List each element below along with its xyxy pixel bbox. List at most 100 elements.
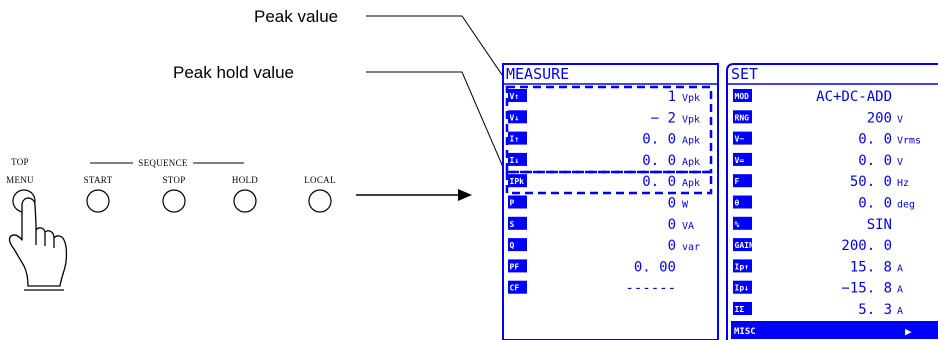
set-row-icon-label: θ <box>735 199 740 208</box>
measure-row-unit: Apk <box>682 178 700 189</box>
set-row-value: 5. 3 <box>858 302 892 318</box>
measure-row-icon-label: V↓ <box>510 113 520 122</box>
set-row-value: SIN <box>867 217 892 233</box>
set-row-value: 0. 0 <box>858 132 892 148</box>
set-row-unit: A <box>897 306 903 317</box>
measure-title: MEASURE <box>506 65 569 83</box>
measure-row-icon <box>508 280 527 294</box>
measure-row-value: − 2 <box>651 110 676 126</box>
top-label: TOP <box>11 157 29 167</box>
peak-hold-value-label: Peak hold value <box>173 63 294 82</box>
hold-button[interactable] <box>233 189 257 213</box>
hold-label: HOLD <box>232 175 258 185</box>
set-row-icon <box>733 195 752 209</box>
measure-row-unit: W <box>682 200 689 211</box>
peak-value-box <box>505 85 713 174</box>
peak-hold-box <box>505 170 713 195</box>
peak-value-label: Peak value <box>254 7 338 26</box>
measure-row-icon-label: P <box>510 199 515 208</box>
set-row-unit: Vrms <box>897 136 921 147</box>
start-label: START <box>84 175 113 185</box>
stop-label: STOP <box>162 175 185 185</box>
set-row-value: 50. 0 <box>850 174 892 190</box>
set-row-unit: deg <box>897 200 915 211</box>
measure-row-value: 0 <box>668 196 676 212</box>
measure-row-value: 0 <box>668 217 676 233</box>
peak-hold-leader <box>366 71 513 189</box>
measure-row-unit: Vpk <box>682 93 700 104</box>
local-label: LOCAL <box>304 175 336 185</box>
measure-row-unit: Apk <box>682 157 700 168</box>
set-row-icon-label: Ip↓ <box>735 284 749 293</box>
set-row-value: 200. 0 <box>841 238 892 254</box>
set-row-unit: A <box>897 285 903 296</box>
stop-button[interactable] <box>162 189 186 213</box>
peak-value-leader <box>366 15 512 89</box>
misc-label: MISC <box>734 327 756 337</box>
set-row-unit: V <box>897 157 903 168</box>
measure-row-icon-label: I↑ <box>510 135 520 144</box>
set-row-icon-label: MOD <box>735 92 750 101</box>
set-row-icon-label: RNG <box>735 113 750 122</box>
measure-row-value: 0 <box>668 238 676 254</box>
set-row-unit: Hz <box>897 178 909 189</box>
misc-arrow-icon: ▶ <box>905 325 912 338</box>
measure-row-icon <box>508 238 527 252</box>
measure-row-icon <box>508 259 527 273</box>
set-row-value: 15. 8 <box>850 259 892 275</box>
set-row-value: 200 <box>867 110 892 126</box>
measure-row-value: ------ <box>625 281 676 297</box>
set-row-value: AC+DC-ADD <box>816 89 892 105</box>
sequence-label: SEQUENCE <box>138 158 188 168</box>
set-row-icon-label: Ip↑ <box>735 262 749 271</box>
measure-row-icon-label: Q <box>510 241 515 250</box>
set-row-icon <box>733 216 752 230</box>
measure-row-value: 0. 0 <box>642 174 676 190</box>
measure-row-icon-label: PF <box>510 262 520 271</box>
set-title: SET <box>731 65 758 83</box>
measure-row-unit: Vpk <box>682 114 700 125</box>
measure-row-unit: VA <box>682 221 694 232</box>
measure-row-value: 0. 00 <box>634 259 676 275</box>
measure-row-icon-label: S <box>510 220 515 229</box>
set-row-icon <box>733 152 752 166</box>
set-row-icon-label: V= <box>735 156 745 165</box>
set-row-unit: A <box>897 263 903 274</box>
set-row-value: 0. 0 <box>858 196 892 212</box>
set-row-icon-label: GAIN <box>735 241 754 250</box>
set-row-icon <box>733 174 752 188</box>
measure-row-icon <box>508 110 527 124</box>
set-row-unit: V <box>897 114 903 125</box>
measure-row-icon-label: I↓ <box>510 156 520 165</box>
set-row-icon-label: V~ <box>735 135 745 144</box>
set-row-icon <box>733 131 752 145</box>
measure-row-icon <box>508 195 527 209</box>
measure-row-icon <box>508 152 527 166</box>
measure-row-value: 0. 0 <box>642 153 676 169</box>
set-row-icon <box>733 238 752 252</box>
misc-row[interactable] <box>731 321 938 339</box>
set-row-value: −15. 8 <box>841 281 892 297</box>
arrow-head-icon <box>458 189 472 201</box>
pointing-hand-icon <box>8 197 68 291</box>
measure-row-icon-label: IPk <box>510 177 525 186</box>
measure-row-value: 0. 0 <box>642 132 676 148</box>
menu-label: MENU <box>6 175 34 185</box>
measure-row-icon <box>508 89 527 102</box>
set-row-icon-label: F <box>735 177 740 186</box>
set-row-icon <box>733 89 752 102</box>
local-button[interactable] <box>308 189 332 213</box>
measure-row-icon <box>508 174 527 188</box>
measure-row-unit: Apk <box>682 136 700 147</box>
measure-row-icon-label: V↑ <box>510 92 520 101</box>
measure-row-unit: var <box>682 242 700 253</box>
set-row-icon-label: % <box>735 220 740 229</box>
set-row-icon-label: IΣ <box>735 305 745 314</box>
start-button[interactable] <box>86 189 110 213</box>
measure-row-icon <box>508 216 527 230</box>
measure-row-value: 1 <box>668 89 676 105</box>
